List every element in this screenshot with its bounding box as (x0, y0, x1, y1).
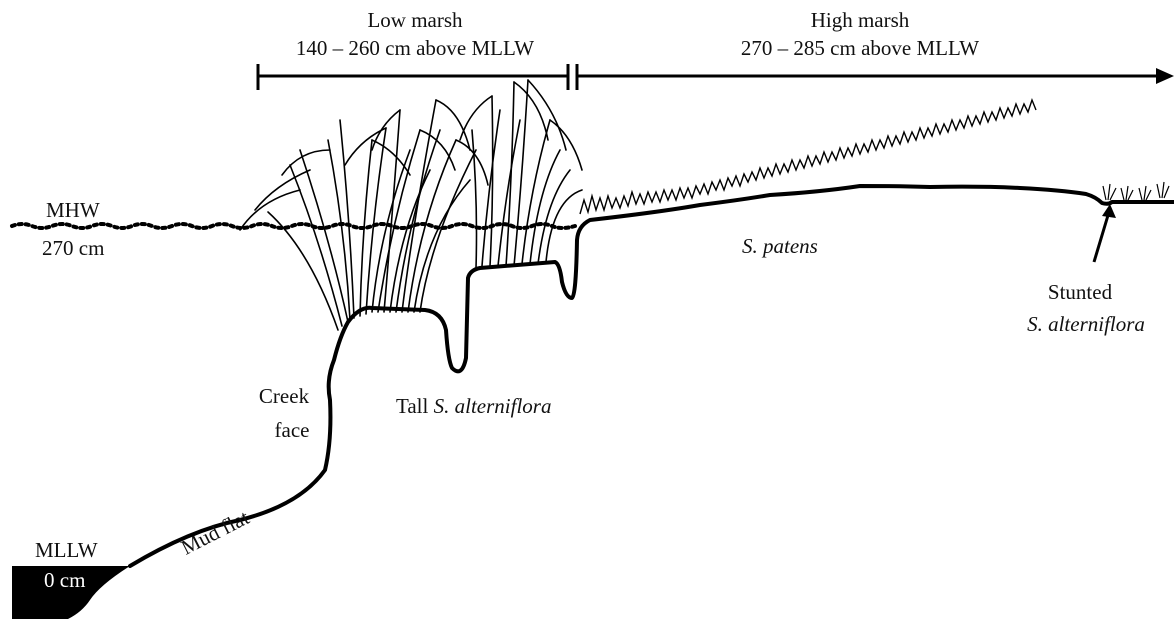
stunted-label-line1: Stunted (1020, 282, 1140, 303)
low-marsh-bracket (258, 64, 568, 90)
mllw-label: MLLW (35, 540, 98, 561)
tall-species: S. alterniflora (434, 394, 552, 418)
low-marsh-range: 140 – 260 cm above MLLW (260, 38, 570, 59)
creek-face-label-line1: Creek (246, 386, 322, 407)
tall-prefix: Tall (396, 394, 434, 418)
creek-face-label-line2: face (254, 420, 330, 441)
stunted-label-line2: S. alterniflora (1008, 314, 1164, 335)
mhw-dotted-line (12, 224, 575, 228)
high-marsh-range: 270 – 285 cm above MLLW (700, 38, 1020, 59)
low-marsh-title: Low marsh (260, 10, 570, 31)
stunted-arrow (1094, 204, 1116, 262)
stunted-grass (1103, 182, 1169, 200)
tall-grass (240, 80, 582, 330)
high-marsh-title: High marsh (700, 10, 1020, 31)
s-patens-turf (580, 100, 1036, 214)
mhw-value: 270 cm (42, 238, 104, 259)
s-patens-label: S. patens (742, 236, 818, 257)
ground-profile (130, 186, 1174, 566)
high-marsh-arrow (577, 64, 1174, 90)
mhw-label: MHW (46, 200, 100, 221)
mllw-value: 0 cm (44, 570, 85, 591)
tall-s-alterniflora-label: Tall S. alterniflora (396, 396, 551, 417)
